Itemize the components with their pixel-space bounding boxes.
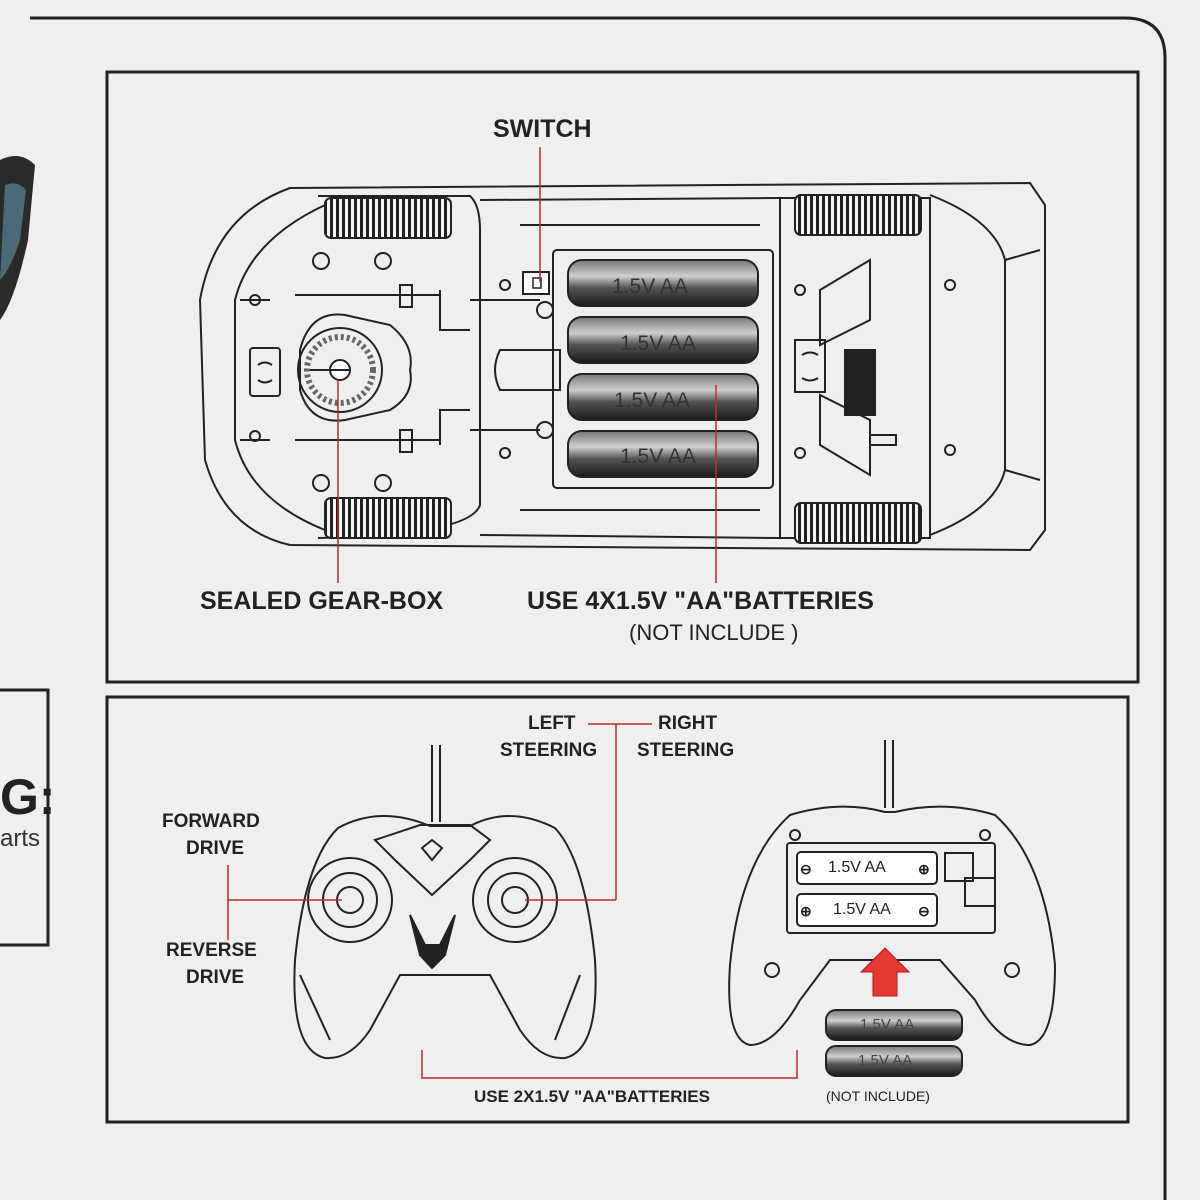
forward-drive-label-line1: FORWARD <box>162 811 260 832</box>
controller-front <box>293 745 597 1060</box>
loose-battery-label: 1.5V AA <box>860 1016 915 1033</box>
left-steering-label-line2: STEERING <box>500 740 598 761</box>
left-fragment-box <box>0 688 50 947</box>
remote-panel-frame <box>105 695 1130 1124</box>
battery-label: 1.5V AA <box>620 332 696 355</box>
remote-batteries-label: USE 2X1.5V "AA"BATTERIES <box>474 1087 710 1106</box>
battery-polarity-icons: ⊖ ⊕ ⊕ ⊖ <box>800 861 930 919</box>
switch-label: SWITCH <box>493 115 592 143</box>
compartment-battery-label: 1.5V AA <box>828 859 886 876</box>
battery-label: 1.5V AA <box>614 389 690 412</box>
remote-not-included-label: (NOT INCLUDE) <box>826 1088 930 1104</box>
car-leader-lines <box>337 147 717 583</box>
reverse-drive-label-line1: REVERSE <box>166 940 257 961</box>
remote-leader-lines <box>227 723 798 1079</box>
loose-batteries <box>825 1009 963 1077</box>
steering-unit <box>794 339 897 446</box>
loose-battery-label: 1.5V AA <box>858 1052 913 1069</box>
car-batteries <box>567 259 759 478</box>
gearbox-icon <box>249 284 413 453</box>
heading-fragment: G: <box>0 769 56 825</box>
text-fragment: arts <box>0 825 41 852</box>
car-wheels <box>324 194 922 544</box>
controller-compartment-batteries <box>796 851 938 927</box>
car-underside <box>198 181 1046 552</box>
svg-text:⊖: ⊖ <box>800 861 812 877</box>
car-not-included-label: (NOT INCLUDE ) <box>629 620 799 645</box>
svg-text:⊕: ⊕ <box>918 861 930 877</box>
right-steering-label-line2: STEERING <box>637 740 735 761</box>
battery-label: 1.5V AA <box>620 445 696 468</box>
battery-label: 1.5V AA <box>612 275 688 298</box>
reverse-drive-label-line2: DRIVE <box>186 967 245 988</box>
svg-text:⊖: ⊖ <box>918 903 930 919</box>
outer-frame <box>30 16 1167 1200</box>
car-panel-frame <box>105 70 1140 684</box>
insert-arrow-icon <box>859 947 911 997</box>
car-batteries-label: USE 4X1.5V "AA"BATTERIES <box>527 587 874 615</box>
right-steering-label-line1: RIGHT <box>658 713 718 734</box>
switch-icon <box>522 271 550 295</box>
controller-back <box>728 740 1057 1047</box>
compartment-battery-label: 1.5V AA <box>833 901 891 918</box>
battery-compartment <box>552 249 774 489</box>
gearbox-label: SEALED GEAR-BOX <box>200 587 444 615</box>
forward-drive-label-line2: DRIVE <box>186 838 245 859</box>
left-steering-label-line1: LEFT <box>528 713 576 734</box>
svg-text:⊕: ⊕ <box>800 903 812 919</box>
